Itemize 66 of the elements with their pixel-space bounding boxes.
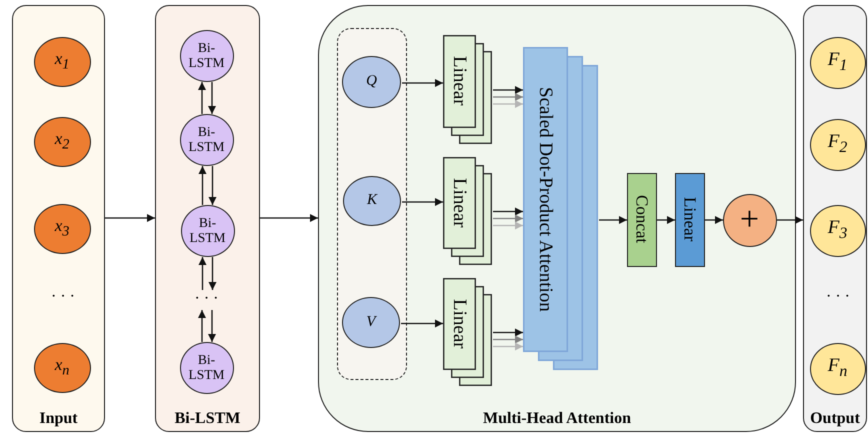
arrow [208, 166, 216, 205]
node-label: Bi-LSTM [187, 41, 226, 70]
node-label: V [366, 314, 376, 330]
arrow [208, 310, 216, 342]
node-label: x$_{3}$ [54, 217, 70, 240]
attention-layer [522, 46, 598, 370]
arrow [599, 216, 627, 224]
arrow [198, 82, 206, 114]
node-label: Linear [680, 197, 698, 242]
node-label: F$_{3}$ [828, 218, 848, 243]
arrow [493, 208, 523, 216]
node-label: x$_{1}$ [54, 50, 70, 73]
panel-title: Input [38, 410, 79, 428]
arrow [493, 342, 523, 350]
ellipsis-label: · · · [825, 288, 851, 306]
arrow [198, 257, 206, 290]
node-label: Linear [449, 298, 469, 348]
node-label: F$_{n}$ [828, 356, 848, 381]
arrow [493, 328, 523, 336]
node-label: x$_{2}$ [54, 130, 70, 153]
arrow [260, 214, 318, 222]
arrow [208, 82, 216, 114]
arrow [198, 310, 206, 342]
node-label: Linear [449, 178, 469, 228]
concat-layer [626, 172, 656, 266]
arrow [198, 166, 206, 205]
arrow [493, 100, 523, 108]
node-label: Q [366, 74, 377, 90]
node-label: Bi-LSTM [188, 216, 226, 245]
arrow [777, 216, 803, 224]
arrow [493, 214, 523, 222]
arrow [493, 336, 523, 344]
bi-lstm-panel [155, 5, 260, 432]
panel-title: Multi-Head Attention [482, 410, 632, 428]
node-label: · · · [194, 291, 218, 308]
node-label: Bi-LSTM [187, 353, 226, 382]
arrow [493, 222, 523, 230]
linear-layer [442, 278, 492, 386]
arrow [401, 320, 443, 328]
arrow [208, 257, 216, 290]
node-label: Scaled Dot-Product Attention [535, 86, 555, 312]
arrow [402, 198, 443, 206]
panel-title: Bi-LSTM [174, 410, 242, 428]
arrow [657, 216, 675, 224]
node-label: x$_{n}$ [54, 356, 70, 379]
linear-layer [674, 172, 704, 266]
arrow [105, 214, 155, 222]
node-label: K [366, 193, 377, 209]
node-label: F$_{2}$ [828, 132, 848, 157]
linear-layer [442, 156, 492, 266]
arrow [705, 216, 723, 224]
panel-title: Output [809, 410, 861, 428]
arrow [493, 86, 523, 94]
arrow [493, 93, 523, 101]
attention-panel [318, 5, 796, 432]
node-label: F$_{1}$ [828, 50, 848, 75]
linear-layer [442, 34, 492, 144]
output-panel [803, 5, 867, 432]
node-label: + [740, 202, 760, 238]
input-panel [12, 5, 105, 432]
ellipsis-label: · · · [50, 288, 76, 306]
arrow [402, 79, 443, 87]
node-label: Concat [632, 195, 650, 244]
node-label: Linear [449, 56, 469, 106]
input-group-box [336, 28, 406, 380]
node-label: Bi-LSTM [187, 125, 226, 154]
